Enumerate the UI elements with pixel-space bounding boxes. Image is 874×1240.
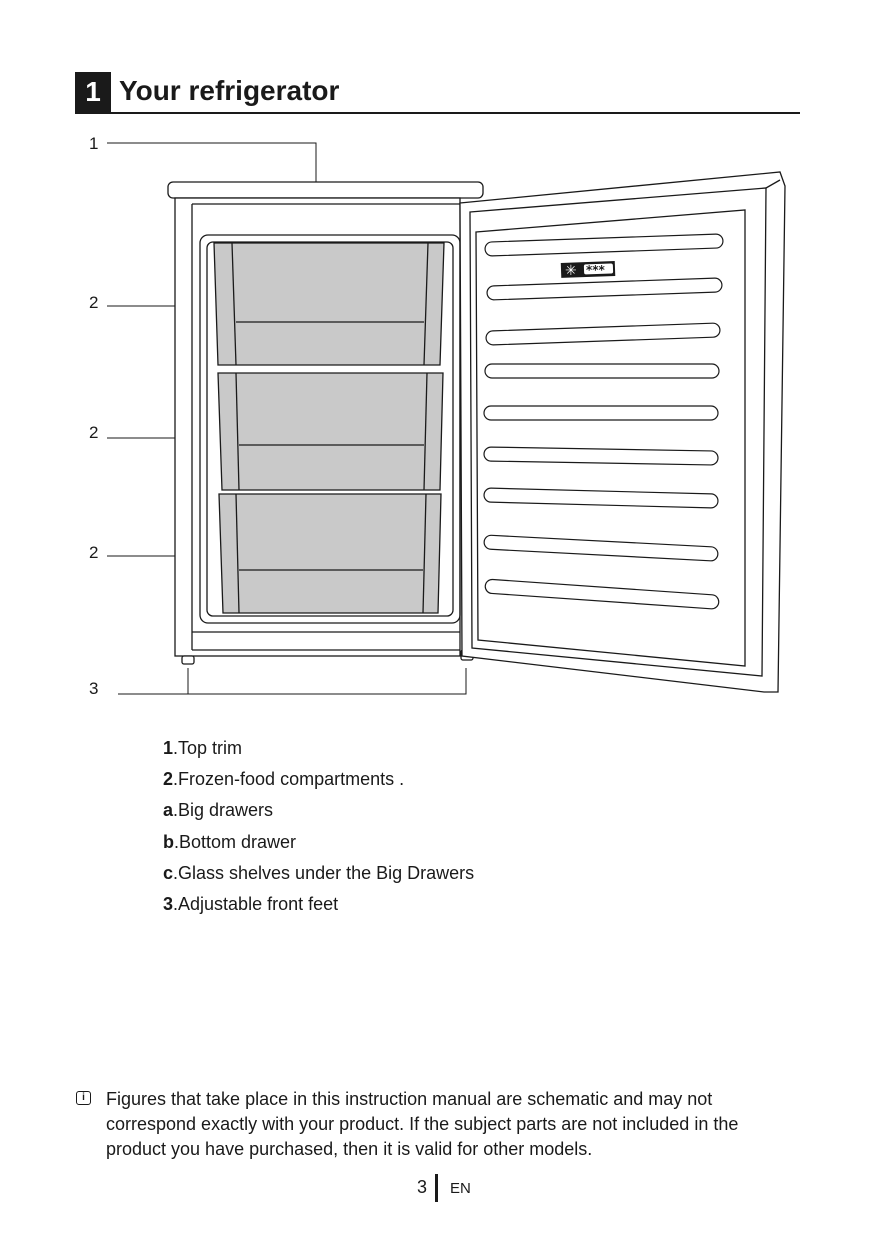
- legend-item: a.Big drawers: [163, 800, 274, 821]
- section-header: 1 Your refrigerator: [75, 72, 800, 114]
- callout-2: 2: [89, 293, 99, 312]
- note-text: Figures that take place in this instruct…: [106, 1089, 739, 1159]
- legend-item: c.Glass shelves under the Big Drawers: [163, 862, 475, 883]
- callout-lines: [107, 142, 467, 695]
- section-number: 1: [75, 72, 111, 112]
- page-number: 3: [417, 1176, 428, 1197]
- legend-item: 2.Frozen-food compartments .: [163, 769, 405, 790]
- language-code: EN: [450, 1179, 471, 1197]
- legend-item: 3.Adjustable front feet: [163, 894, 339, 915]
- page-footer: 3 EN: [417, 1174, 471, 1202]
- refrigerator-diagram: ✳ ***: [107, 142, 786, 695]
- callout-3: 3: [89, 679, 99, 698]
- door: [459, 171, 786, 693]
- footer-divider: [435, 1174, 439, 1202]
- freezer-star-badge: ✳ ***: [560, 261, 616, 279]
- info-icon: i: [76, 1091, 91, 1105]
- callout-1: 1: [89, 134, 99, 153]
- info-note: i Figures that take place in this instru…: [76, 1087, 796, 1162]
- legend-item: 1.Top trim: [163, 738, 243, 758]
- callout-2: 2: [89, 423, 99, 442]
- page-title: Your refrigerator: [119, 75, 340, 106]
- parts-legend: 1.Top trim 2.Frozen-food compartments . …: [163, 733, 474, 920]
- snowflake-icon: ✳: [565, 263, 577, 279]
- door-shelves: [483, 233, 724, 610]
- legend-item: b.Bottom drawer: [163, 831, 297, 852]
- drawers: [213, 242, 445, 614]
- callout-2: 2: [89, 543, 99, 562]
- star-rating: ***: [586, 263, 606, 277]
